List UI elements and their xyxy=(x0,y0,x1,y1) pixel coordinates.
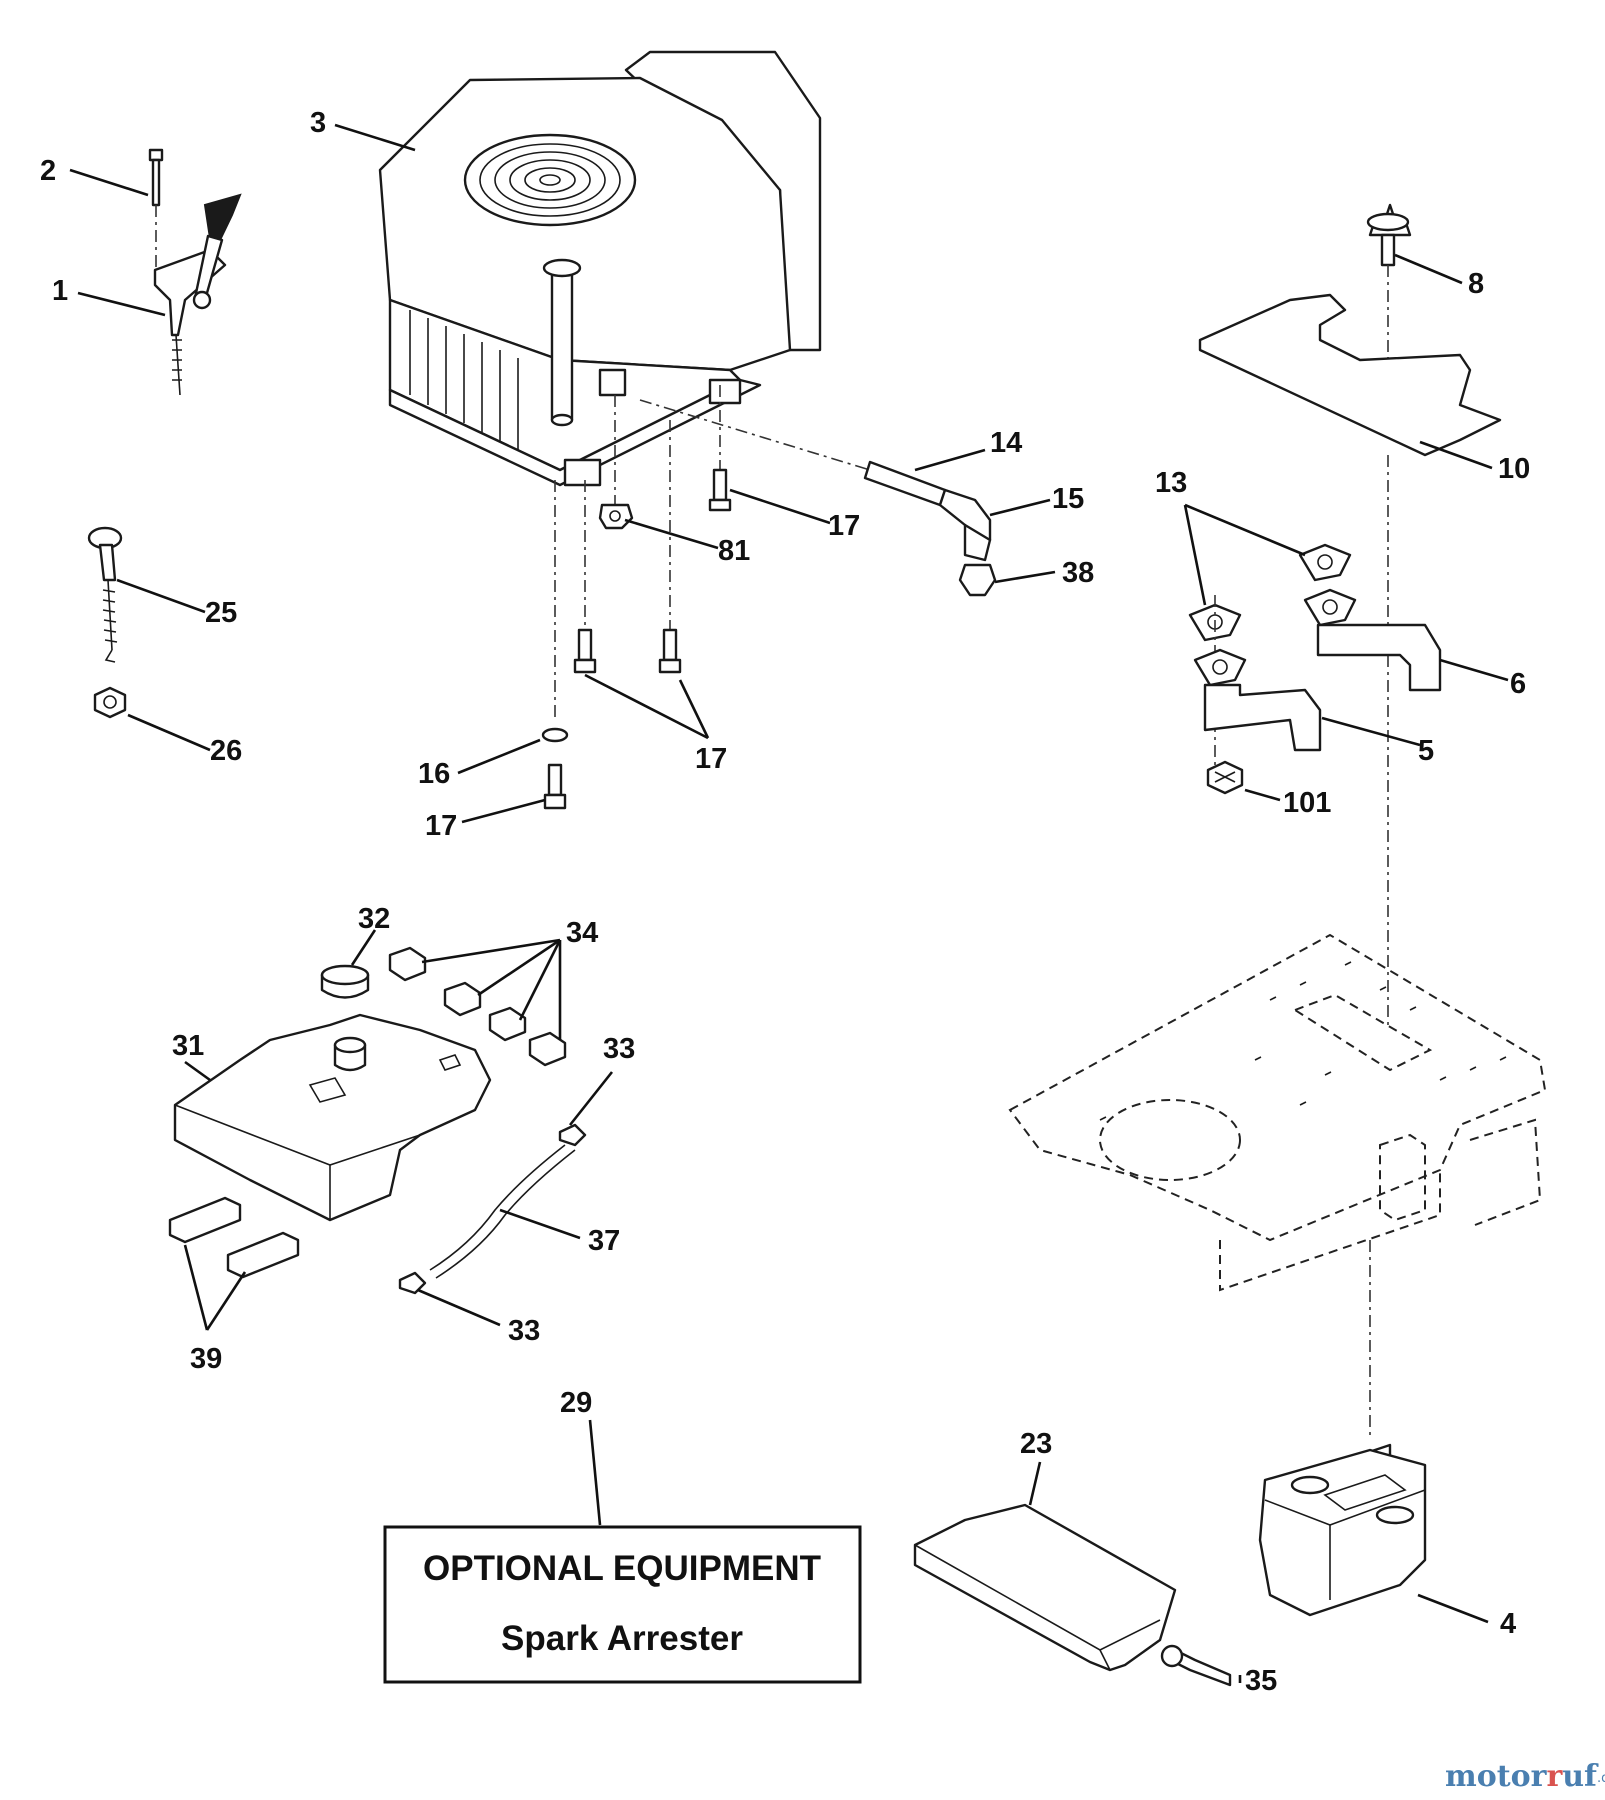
callout-26: 26 xyxy=(210,735,242,767)
exhaust-pipes xyxy=(1188,543,1442,795)
callout-6: 6 xyxy=(1510,668,1526,700)
callout-33-upper: 33 xyxy=(603,1033,635,1065)
callout-37: 37 xyxy=(588,1225,620,1257)
spark-arrester-shield xyxy=(913,1503,1232,1687)
callout-34: 34 xyxy=(566,917,598,949)
callout-10: 10 xyxy=(1498,453,1530,485)
leader-lines xyxy=(69,123,1509,1683)
callout-23: 23 xyxy=(1020,1428,1052,1460)
callout-3: 3 xyxy=(310,107,326,139)
callout-81: 81 xyxy=(718,535,750,567)
callout-35: 35 xyxy=(1245,1665,1277,1697)
muffler xyxy=(1258,1240,1427,1617)
mounting-hardware xyxy=(541,385,732,810)
throttle-control xyxy=(148,148,242,396)
heat-shield xyxy=(1198,203,1502,1030)
callout-1: 1 xyxy=(52,275,68,307)
callout-17-pair: 17 xyxy=(695,743,727,775)
callout-14: 14 xyxy=(990,427,1022,459)
callout-labels: 3 2 1 8 10 14 15 17 81 38 13 6 5 101 25 … xyxy=(40,107,1530,1697)
engine xyxy=(378,50,822,487)
callout-29: 29 xyxy=(560,1387,592,1419)
callout-17-lower: 17 xyxy=(425,810,457,842)
callout-39: 39 xyxy=(190,1343,222,1375)
optional-equipment-title: OPTIONAL EQUIPMENT xyxy=(423,1549,821,1588)
optional-equipment-box: OPTIONAL EQUIPMENT Spark Arrester xyxy=(383,1525,862,1684)
callout-5: 5 xyxy=(1418,735,1434,767)
callout-101: 101 xyxy=(1283,787,1331,819)
watermark-logo: motorruf.de xyxy=(1445,1759,1605,1794)
watermark-text: motorruf.de xyxy=(1445,1759,1605,1794)
choke-knob xyxy=(87,526,127,719)
callout-31: 31 xyxy=(172,1030,204,1062)
callout-4: 4 xyxy=(1500,1608,1516,1640)
callout-8: 8 xyxy=(1468,268,1484,300)
callout-16: 16 xyxy=(418,758,450,790)
callout-25: 25 xyxy=(205,597,237,629)
spark-arrester-label: Spark Arrester xyxy=(501,1619,743,1658)
callout-2: 2 xyxy=(40,155,56,187)
fuel-line xyxy=(398,1123,587,1295)
callout-17-upper: 17 xyxy=(828,510,860,542)
callout-38: 38 xyxy=(1062,557,1094,589)
fuel-tank xyxy=(168,946,567,1279)
callout-15: 15 xyxy=(1052,483,1084,515)
breather-pipe xyxy=(639,399,997,597)
callout-33-lower: 33 xyxy=(508,1315,540,1347)
callout-13: 13 xyxy=(1155,467,1187,499)
chassis-frame xyxy=(1008,933,1547,1292)
callout-32: 32 xyxy=(358,903,390,935)
